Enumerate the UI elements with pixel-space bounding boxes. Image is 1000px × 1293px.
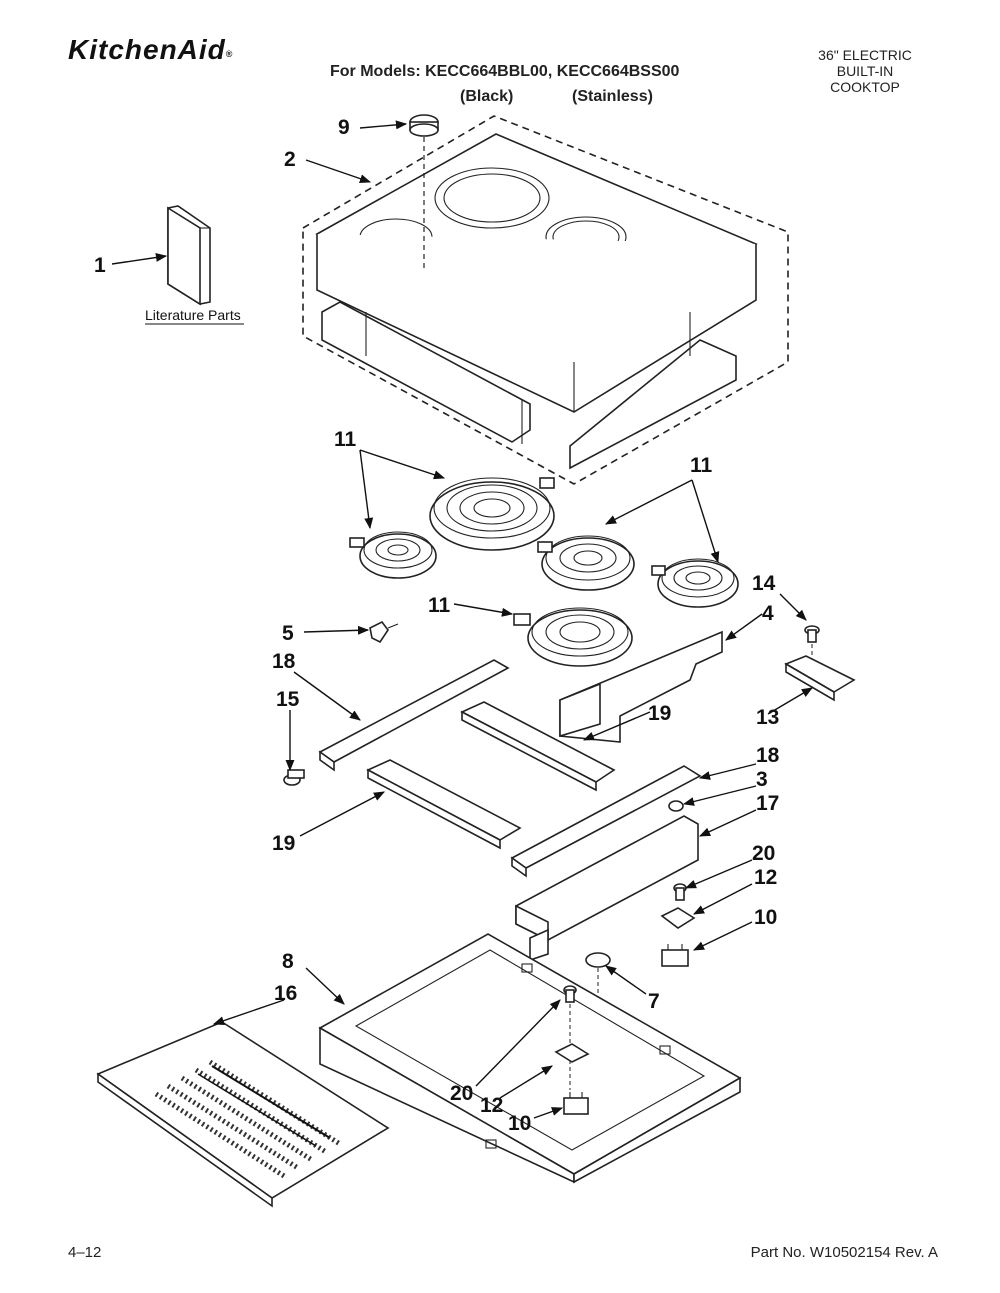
- leader-lines: [111, 120, 813, 1119]
- callout-20-upper: 20: [752, 842, 775, 865]
- callout-10-upper: 10: [754, 906, 777, 929]
- callout-10-lower: 10: [508, 1112, 531, 1135]
- callout-2: 2: [284, 148, 296, 171]
- vent-hole-pattern: [154, 1059, 342, 1179]
- callout-9: 9: [338, 116, 350, 139]
- callout-14: 14: [752, 572, 776, 595]
- radiant-element-center-rear: [513, 607, 633, 667]
- brand-logo: KitchenAid®: [68, 34, 233, 66]
- element-shield-channel: [559, 630, 723, 743]
- brand-name: KitchenAid: [68, 34, 226, 65]
- callout-17: 17: [756, 792, 779, 815]
- control-knob: [409, 114, 439, 268]
- page-number: 4–12: [68, 1244, 102, 1261]
- cooktop-top-assembly: [302, 115, 789, 485]
- radiant-element-far-right: [651, 558, 739, 608]
- callout-19-left: 19: [272, 832, 295, 855]
- callout-13: 13: [756, 706, 779, 729]
- terminal-bracket: [515, 815, 699, 962]
- callout-12-upper: 12: [754, 866, 777, 889]
- element-bracket-right: [460, 701, 616, 792]
- part-number: Part No. W10502154 Rev. A: [750, 1244, 938, 1261]
- screw-15: [283, 769, 305, 786]
- callout-18-lower: 18: [756, 744, 780, 767]
- product-description: 36" ELECTRIC BUILT-IN COOKTOP: [800, 47, 930, 95]
- callout-11-center: 11: [428, 594, 451, 617]
- callout-12-lower: 12: [480, 1094, 503, 1117]
- switch-10-lower: [563, 1092, 589, 1115]
- element-bracket-left: [366, 759, 522, 850]
- callout-18-upper: 18: [272, 650, 296, 673]
- callout-11-left: 11: [334, 428, 357, 451]
- nut-3: [668, 800, 684, 812]
- finish-stainless: (Stainless): [572, 88, 653, 105]
- mounting-bracket-13: [784, 655, 856, 702]
- models-line: For Models: KECC664BBL00, KECC664BSS00: [330, 63, 680, 80]
- product-line-2: BUILT-IN: [836, 63, 894, 79]
- bottom-box-8: [318, 933, 742, 1184]
- finish-black: (Black): [460, 88, 514, 105]
- callout-5: 5: [282, 622, 294, 645]
- screw-20-upper: [673, 883, 687, 901]
- vented-bottom-panel-16: [96, 1021, 390, 1208]
- callout-labels: 1 2 9 11 11 11 5 4 14 13 18 15 19 18 3 1…: [94, 116, 780, 1135]
- callout-15: 15: [276, 688, 300, 711]
- literature-parts-booklet: Literature Parts: [145, 205, 244, 325]
- callout-3: 3: [756, 768, 768, 791]
- plate-12-upper: [660, 907, 696, 929]
- callout-8: 8: [282, 950, 294, 973]
- element-clip: [369, 620, 399, 644]
- support-rail-upper-left: [318, 659, 510, 772]
- callout-1: 1: [94, 254, 106, 277]
- radiant-element-large: [429, 477, 555, 551]
- switch-10-upper: [661, 944, 689, 967]
- plate-12-lower: [554, 1043, 590, 1063]
- callout-19-right: 19: [648, 702, 671, 725]
- callout-20-lower: 20: [450, 1082, 473, 1105]
- callout-7: 7: [648, 990, 660, 1013]
- radiant-element-left: [349, 531, 437, 579]
- product-line-1: 36" ELECTRIC: [818, 47, 912, 63]
- literature-parts-label: Literature Parts: [145, 307, 241, 323]
- product-line-3: COOKTOP: [830, 79, 900, 95]
- radiant-element-right-front: [537, 535, 635, 591]
- brand-registered-mark: ®: [225, 49, 234, 59]
- callout-4: 4: [762, 602, 774, 625]
- callout-16: 16: [274, 982, 297, 1005]
- callout-11-right: 11: [690, 454, 713, 477]
